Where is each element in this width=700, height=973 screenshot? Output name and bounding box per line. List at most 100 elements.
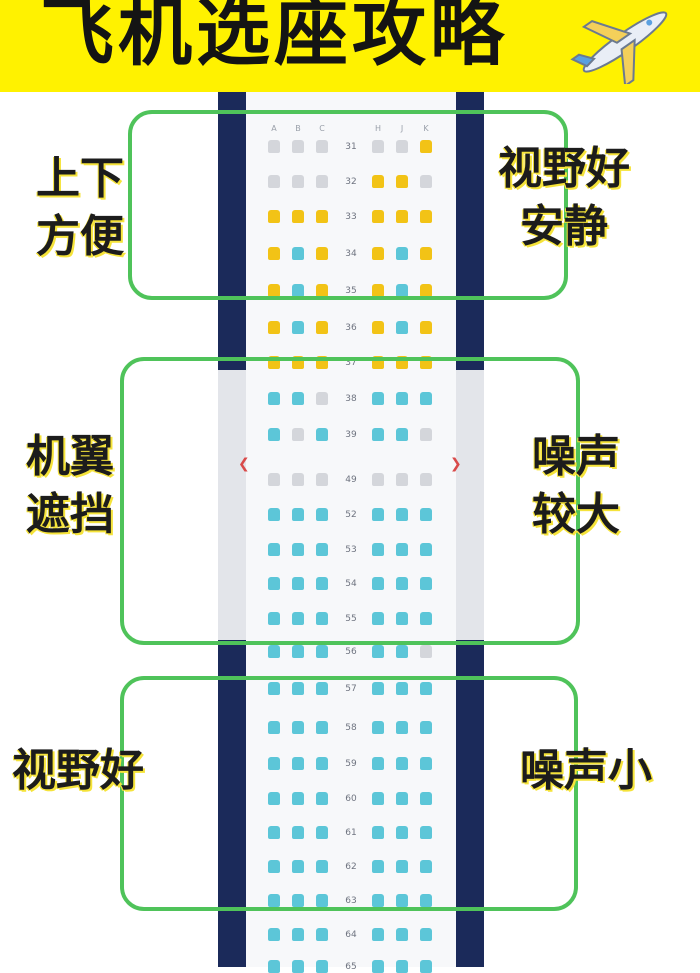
seat[interactable] (292, 175, 304, 188)
seat[interactable] (292, 140, 304, 153)
seat[interactable] (292, 577, 304, 590)
seat[interactable] (268, 284, 280, 297)
seat[interactable] (372, 826, 384, 839)
seat[interactable] (372, 508, 384, 521)
seat[interactable] (372, 645, 384, 658)
seat[interactable] (292, 928, 304, 941)
seat[interactable] (396, 792, 408, 805)
seat[interactable] (268, 826, 280, 839)
seat[interactable] (268, 473, 280, 486)
seat[interactable] (268, 543, 280, 556)
seat[interactable] (268, 792, 280, 805)
seat[interactable] (316, 928, 328, 941)
seat[interactable] (316, 247, 328, 260)
seat[interactable] (268, 645, 280, 658)
seat[interactable] (396, 757, 408, 770)
seat[interactable] (372, 284, 384, 297)
seat[interactable] (292, 247, 304, 260)
seat[interactable] (268, 247, 280, 260)
seat[interactable] (372, 473, 384, 486)
seat[interactable] (420, 210, 432, 223)
seat[interactable] (396, 826, 408, 839)
seat[interactable] (316, 210, 328, 223)
seat[interactable] (372, 894, 384, 907)
seat[interactable] (316, 543, 328, 556)
seat[interactable] (420, 577, 432, 590)
seat[interactable] (420, 321, 432, 334)
seat[interactable] (420, 508, 432, 521)
seat[interactable] (372, 928, 384, 941)
seat[interactable] (268, 894, 280, 907)
seat[interactable] (420, 284, 432, 297)
seat[interactable] (316, 612, 328, 625)
seat[interactable] (420, 826, 432, 839)
seat[interactable] (420, 612, 432, 625)
seat[interactable] (292, 894, 304, 907)
seat[interactable] (372, 428, 384, 441)
seat[interactable] (372, 612, 384, 625)
seat[interactable] (316, 392, 328, 405)
seat[interactable] (420, 392, 432, 405)
seat[interactable] (396, 508, 408, 521)
seat[interactable] (420, 645, 432, 658)
seat[interactable] (396, 543, 408, 556)
seat[interactable] (316, 826, 328, 839)
seat[interactable] (372, 757, 384, 770)
seat[interactable] (292, 757, 304, 770)
seat[interactable] (372, 543, 384, 556)
seat[interactable] (396, 860, 408, 873)
seat[interactable] (268, 392, 280, 405)
seat[interactable] (372, 392, 384, 405)
seat[interactable] (268, 757, 280, 770)
seat[interactable] (268, 577, 280, 590)
seat[interactable] (396, 321, 408, 334)
seat[interactable] (420, 543, 432, 556)
seat[interactable] (316, 140, 328, 153)
seat[interactable] (292, 792, 304, 805)
seat[interactable] (292, 508, 304, 521)
seat[interactable] (316, 175, 328, 188)
seat[interactable] (292, 210, 304, 223)
seat[interactable] (372, 210, 384, 223)
seat[interactable] (420, 757, 432, 770)
seat[interactable] (292, 612, 304, 625)
seat[interactable] (292, 645, 304, 658)
seat[interactable] (420, 928, 432, 941)
seat[interactable] (372, 140, 384, 153)
seat[interactable] (268, 860, 280, 873)
seat[interactable] (268, 721, 280, 734)
seat[interactable] (292, 284, 304, 297)
seat[interactable] (396, 392, 408, 405)
seat[interactable] (372, 321, 384, 334)
seat[interactable] (420, 792, 432, 805)
seat[interactable] (396, 645, 408, 658)
seat[interactable] (372, 792, 384, 805)
seat[interactable] (316, 577, 328, 590)
seat[interactable] (268, 140, 280, 153)
seat[interactable] (372, 577, 384, 590)
seat[interactable] (396, 210, 408, 223)
seat[interactable] (268, 175, 280, 188)
seat[interactable] (396, 284, 408, 297)
seat[interactable] (316, 894, 328, 907)
seat[interactable] (396, 473, 408, 486)
seat[interactable] (396, 175, 408, 188)
seat[interactable] (292, 543, 304, 556)
seat[interactable] (316, 508, 328, 521)
seat[interactable] (420, 721, 432, 734)
seat[interactable] (268, 508, 280, 521)
seat[interactable] (396, 428, 408, 441)
seat[interactable] (292, 682, 304, 695)
seat[interactable] (268, 682, 280, 695)
seat[interactable] (316, 473, 328, 486)
seat[interactable] (268, 210, 280, 223)
seat[interactable] (372, 175, 384, 188)
seat[interactable] (396, 928, 408, 941)
seat[interactable] (316, 284, 328, 297)
seat[interactable] (292, 860, 304, 873)
seat[interactable] (316, 645, 328, 658)
seat[interactable] (420, 428, 432, 441)
seat[interactable] (396, 721, 408, 734)
seat[interactable] (372, 682, 384, 695)
seat[interactable] (316, 757, 328, 770)
